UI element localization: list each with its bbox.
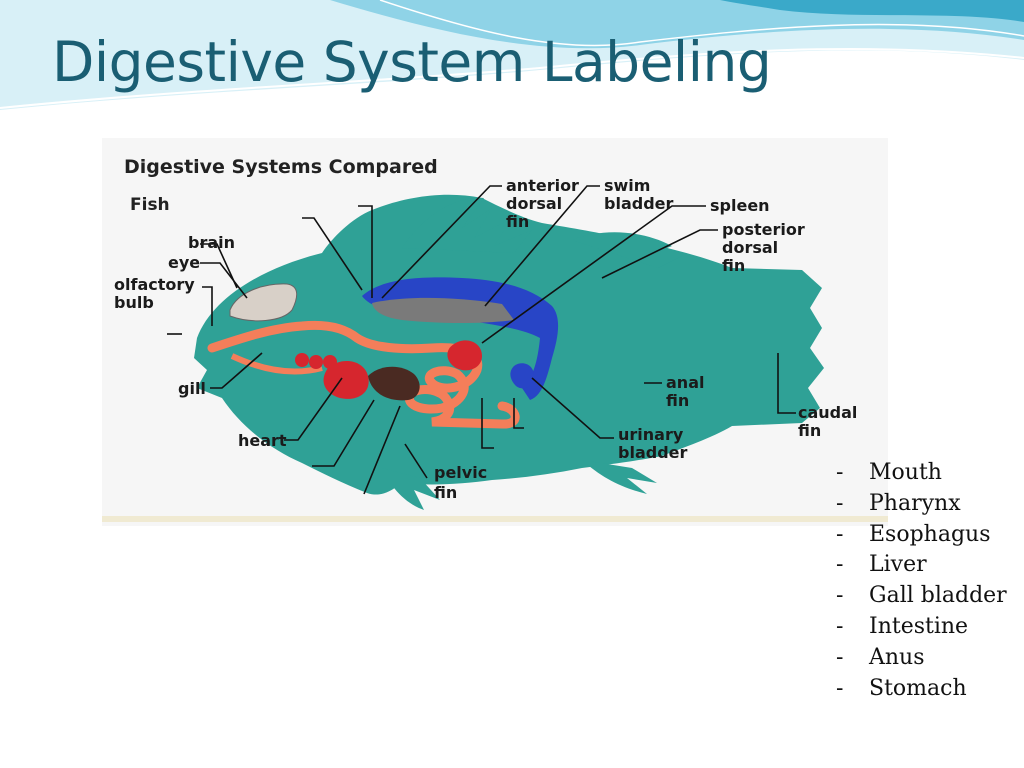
fish-diagram: Digestive Systems Compared Fish brain ey… xyxy=(102,138,888,526)
label-anterior-line3: fin xyxy=(506,212,529,231)
word-bank-item: -Esophagus xyxy=(836,520,1007,551)
label-brain: brain xyxy=(188,233,235,252)
word-bank-item-label: Mouth xyxy=(869,460,942,485)
label-anterior-line2: dorsal xyxy=(506,194,562,213)
brain-shape xyxy=(229,283,298,322)
urinary-bladder-shape xyxy=(510,363,534,389)
label-anal-line2: fin xyxy=(666,391,689,410)
word-bank-item: -Anus xyxy=(836,643,1007,674)
word-bank-item-label: Liver xyxy=(869,552,927,578)
organ-word-bank: -Mouth -Pharynx -Esophagus -Liver -Gall … xyxy=(836,458,1007,704)
label-anterior-line1: anterior xyxy=(506,176,579,195)
bullet-dash: - xyxy=(836,583,844,609)
gall-bladder-shape xyxy=(447,340,482,371)
bullet-dash: - xyxy=(836,460,844,485)
label-pelvic-line2: fin xyxy=(434,483,457,502)
fish-diagram-figure: Digestive Systems Compared Fish brain ey… xyxy=(102,138,888,768)
word-bank-item-label: Anus xyxy=(869,644,925,670)
word-bank-item-label: Stomach xyxy=(869,675,967,701)
label-posterior-line2: dorsal xyxy=(722,238,778,257)
label-posterior-line1: posterior xyxy=(722,220,805,239)
word-bank-item: -Mouth xyxy=(836,458,1007,489)
bullet-dash: - xyxy=(836,552,844,578)
label-anal-line1: anal xyxy=(666,373,704,392)
label-caudal-line1: caudal xyxy=(798,403,857,422)
label-heart: heart xyxy=(238,431,287,450)
label-posterior-line3: fin xyxy=(722,256,745,275)
word-bank-item-label: Intestine xyxy=(869,613,969,639)
label-eye: eye xyxy=(168,253,200,272)
bullet-dash: - xyxy=(836,490,844,516)
label-olfactory-line2: bulb xyxy=(114,293,154,312)
label-caudal-line2: fin xyxy=(798,421,821,440)
word-bank-item: -Liver xyxy=(836,550,1007,581)
bullet-dash: - xyxy=(836,675,844,701)
header-wave-dark xyxy=(720,0,1024,22)
label-urinary-line2: bladder xyxy=(618,443,687,462)
word-bank-item-label: Esophagus xyxy=(869,521,991,547)
label-swim-line2: bladder xyxy=(604,194,673,213)
label-urinary-line1: urinary xyxy=(618,425,684,444)
word-bank-item: -Gall bladder xyxy=(836,581,1007,612)
label-swim-line1: swim xyxy=(604,176,650,195)
kidney-shape xyxy=(372,297,514,323)
word-bank-item: -Stomach xyxy=(836,674,1007,705)
diagram-subtitle: Fish xyxy=(130,195,170,215)
word-bank-item: -Intestine xyxy=(836,612,1007,643)
word-bank-item: -Pharynx xyxy=(836,489,1007,520)
diagram-title: Digestive Systems Compared xyxy=(124,156,438,178)
bullet-dash: - xyxy=(836,644,844,670)
slide-title: Digestive System Labeling xyxy=(52,30,772,94)
word-bank-item-label: Pharynx xyxy=(869,490,961,516)
word-bank-item-label: Gall bladder xyxy=(869,583,1007,609)
label-pelvic-line1: pelvic xyxy=(434,463,487,482)
bullet-dash: - xyxy=(836,521,844,547)
label-olfactory-line1: olfactory xyxy=(114,275,195,294)
label-gill: gill xyxy=(178,379,206,398)
bullet-dash: - xyxy=(836,613,844,639)
intestine-shape xyxy=(207,320,520,429)
fish-body xyxy=(194,194,824,495)
stomach-shape xyxy=(368,366,420,401)
label-spleen: spleen xyxy=(710,196,770,215)
